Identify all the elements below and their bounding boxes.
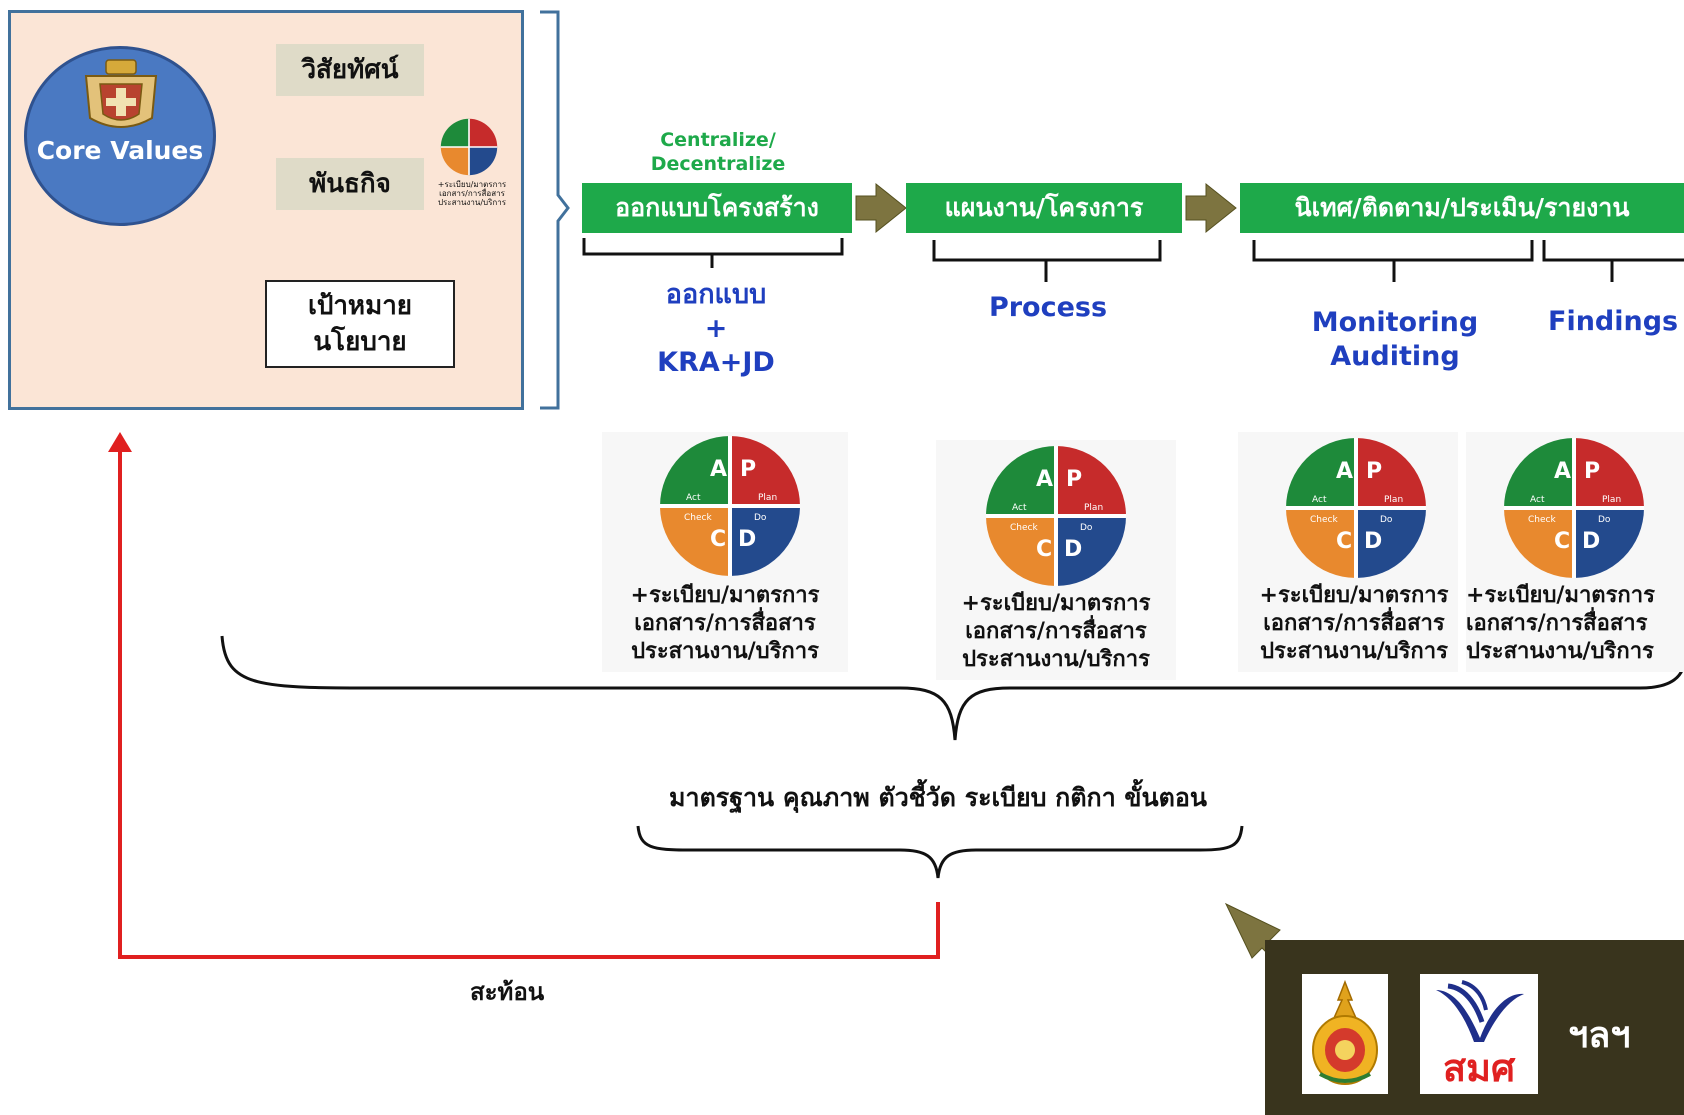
brace-design: [582, 238, 844, 268]
goal-line-2: นโยบาย: [313, 327, 407, 357]
mini-pdca-caption: +ระเบียบ/มาตรการ เอกสาร/การสื่อสาร ประสา…: [426, 180, 518, 207]
centralize-line-1: Centralize/: [660, 129, 776, 151]
core-values-label: Core Values: [36, 136, 204, 165]
pdca-letter-a: A: [1336, 459, 1353, 484]
centralize-label: Centralize/ Decentralize: [640, 128, 796, 176]
caption-coordination: ประสานงาน/บริการ: [631, 639, 819, 664]
feedback-line: [118, 448, 940, 959]
onesqa-logo-text: สมศ: [1442, 1046, 1516, 1090]
pdca-caption-4: +ระเบียบ/มาตรการ เอกสาร/การสื่อสาร ประสา…: [1466, 582, 1684, 666]
pdca-letter-p: P: [1366, 459, 1382, 484]
caption-coordination: ประสานงาน/บริการ: [1260, 639, 1448, 664]
pdca-word-check: Check: [1310, 515, 1338, 525]
pdca-letter-a: A: [1554, 459, 1571, 484]
vision-box: วิสัยทัศน์: [276, 44, 424, 96]
pdca-caption-3: +ระเบียบ/มาตรการ เอกสาร/การสื่อสาร ประสา…: [1244, 582, 1464, 666]
pdca-cycle-icon: P A C D Plan Act Check Do: [1504, 438, 1644, 578]
step-monitor-evaluate-report: นิเทศ/ติดตาม/ประเมิน/รายงาน: [1240, 183, 1684, 233]
design-label: ออกแบบ + KRA+JD: [620, 278, 812, 380]
step-structure-design: ออกแบบโครงสร้าง: [582, 183, 852, 233]
pdca-letter-c: C: [710, 527, 726, 552]
pdca-letter-c: C: [1554, 529, 1570, 554]
pdca-letter-a: A: [1036, 467, 1053, 492]
pdca-word-plan: Plan: [1084, 503, 1103, 513]
monitoring-auditing-label: Monitoring Auditing: [1290, 306, 1500, 374]
caption-rules: +ระเบียบ/มาตรการ: [1259, 583, 1449, 608]
caption-documents: เอกสาร/การสื่อสาร: [1263, 611, 1445, 636]
caption-rules: +ระเบียบ/มาตรการ: [1466, 583, 1655, 608]
pdca-word-plan: Plan: [1384, 495, 1403, 505]
obec-emblem-icon: [1312, 979, 1378, 1085]
pdca-word-do: Do: [1380, 515, 1393, 525]
caption-rules: +ระเบียบ/มาตรการ: [961, 591, 1151, 616]
etc-label: ฯลฯ: [1568, 1015, 1631, 1056]
pdca-letter-c: C: [1036, 537, 1052, 562]
brace-process: [932, 240, 1162, 282]
panel-bracket: [540, 10, 570, 410]
pdca-letter-d: D: [1364, 529, 1382, 554]
design-line-3: KRA+JD: [657, 347, 775, 378]
goal-policy-box: เป้าหมาย นโยบาย: [265, 280, 455, 368]
standards-text: มาตรฐาน คุณภาพ ตัวชี้วัด ระเบียบ กติกา ข…: [669, 783, 1207, 812]
feedback-arrowhead: [108, 432, 132, 452]
pdca-word-act: Act: [1012, 503, 1027, 513]
caption-documents: เอกสาร/การสื่อสาร: [965, 619, 1147, 644]
centralize-line-2: Decentralize: [650, 153, 786, 175]
flow-arrow-2: [1185, 182, 1237, 234]
findings-label: Findings: [1548, 306, 1679, 337]
pdca-word-act: Act: [1530, 495, 1545, 505]
pdca-cycle-icon: P A C D Plan Act Check Do: [1286, 438, 1426, 578]
caption-rules: +ระเบียบ/มาตรการ: [630, 583, 820, 608]
pdca-word-plan: Plan: [758, 493, 777, 503]
goal-line-1: เป้าหมาย: [307, 291, 413, 321]
onesqa-emblem-icon: [1436, 980, 1524, 1042]
pdca-word-act: Act: [686, 493, 701, 503]
pdca-word-check: Check: [684, 513, 712, 523]
design-line-2: +: [704, 313, 728, 344]
pdca-word-do: Do: [1080, 523, 1093, 533]
caption-coordination: ประสานงาน/บริการ: [962, 647, 1150, 672]
pdca-word-plan: Plan: [1602, 495, 1621, 505]
mini-caption-line-3: ประสานงาน/บริการ: [437, 198, 507, 207]
auditing-line: Auditing: [1330, 341, 1460, 372]
pdca-letter-a: A: [710, 457, 727, 482]
pdca-letter-p: P: [1584, 459, 1600, 484]
pdca-word-act: Act: [1312, 495, 1327, 505]
pdca-letter-p: P: [1066, 467, 1082, 492]
brace-standards: [636, 825, 1244, 879]
mission-box: พันธกิจ: [276, 158, 424, 210]
step-plans-projects: แผนงาน/โครงการ: [906, 183, 1182, 233]
flow-arrow-1: [855, 182, 907, 234]
pdca-letter-d: D: [738, 527, 756, 552]
reflect-label: สะท้อน: [470, 978, 545, 1006]
brace-findings: [1542, 240, 1684, 282]
caption-documents: เอกสาร/การสื่อสาร: [1466, 611, 1648, 636]
design-line-1: ออกแบบ: [665, 279, 767, 310]
process-label: Process: [988, 292, 1108, 323]
pdca-letter-d: D: [1064, 537, 1082, 562]
caption-documents: เอกสาร/การสื่อสาร: [634, 611, 816, 636]
pdca-letter-c: C: [1336, 529, 1352, 554]
pdca-letter-p: P: [740, 457, 756, 482]
pdca-word-check: Check: [1010, 523, 1038, 533]
caption-coordination: ประสานงาน/บริการ: [1466, 639, 1654, 664]
pdca-word-do: Do: [1598, 515, 1611, 525]
pdca-cycle-icon: P A C D Plan Act Check Do: [660, 436, 800, 576]
crest-icon: [84, 59, 158, 128]
pdca-caption-1: +ระเบียบ/มาตรการ เอกสาร/การสื่อสาร ประสา…: [602, 582, 848, 666]
brace-large: [220, 635, 1684, 741]
pdca-letter-d: D: [1582, 529, 1600, 554]
pdca-cycle-icon: P A C D Plan Act Check Do: [986, 446, 1126, 586]
pdca-word-check: Check: [1528, 515, 1556, 525]
brace-monitoring: [1252, 240, 1534, 282]
mini-caption-line-2: เอกสาร/การสื่อสาร: [439, 189, 505, 198]
pdca-word-do: Do: [754, 513, 767, 523]
monitoring-line: Monitoring: [1311, 307, 1479, 338]
pdca-caption-2: +ระเบียบ/มาตรการ เอกสาร/การสื่อสาร ประสา…: [936, 590, 1176, 674]
mini-caption-line-1: +ระเบียบ/มาตรการ: [437, 180, 507, 189]
mini-pdca-icon: [440, 118, 498, 176]
